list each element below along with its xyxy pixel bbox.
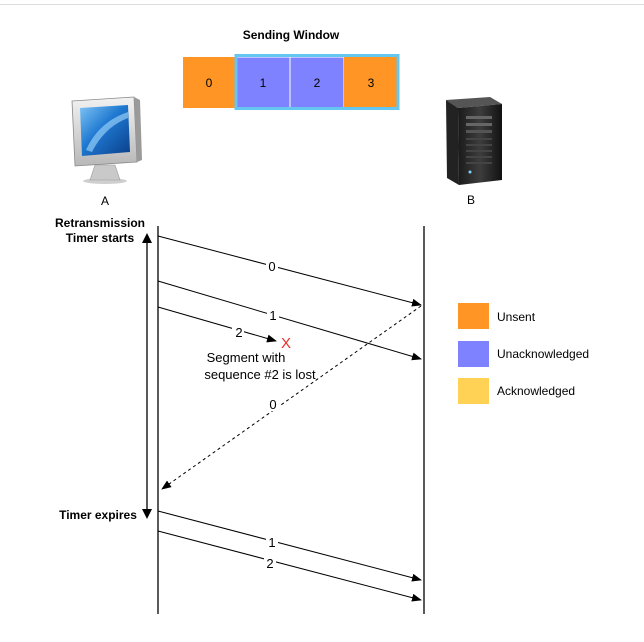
host-b-label: B bbox=[467, 193, 475, 207]
legend-swatch-unacknowledged bbox=[458, 341, 489, 367]
ack-0-dashed-arrow bbox=[161, 305, 422, 490]
desktop-computer-icon bbox=[71, 96, 142, 184]
ack-0-label: 0 bbox=[269, 397, 276, 412]
segment-0-label: 0 bbox=[268, 259, 275, 274]
legend-swatch-acknowledged bbox=[458, 378, 489, 404]
timer-expires-label: Timer expires bbox=[59, 508, 137, 522]
legend-label-acknowledged: Acknowledged bbox=[497, 384, 575, 398]
window-cell-0 bbox=[183, 57, 236, 108]
retransmit-1-label: 1 bbox=[268, 535, 275, 550]
lost-marker-icon: X bbox=[281, 335, 291, 352]
legend-label-unsent: Unsent bbox=[497, 310, 536, 324]
window-cell-1-label: 1 bbox=[260, 76, 267, 90]
retransmit-1-arrow bbox=[157, 510, 422, 582]
retransmit-2-label: 2 bbox=[266, 556, 273, 571]
sending-window-title: Sending Window bbox=[243, 28, 340, 42]
retransmit-2-arrow bbox=[157, 530, 422, 602]
sending-window: 0 1 2 3 bbox=[183, 54, 400, 110]
segment-2-lost-arrow bbox=[157, 306, 277, 343]
segment-2-label: 2 bbox=[235, 325, 242, 340]
window-frame bbox=[234, 54, 400, 110]
segment-0-arrow bbox=[157, 235, 422, 307]
window-cell-1 bbox=[235, 56, 291, 109]
timer-start-label-line1: Retransmission bbox=[55, 216, 145, 230]
lost-note-line2: sequence #2 is lost bbox=[204, 367, 316, 382]
window-cell-3 bbox=[344, 57, 398, 108]
retransmission-timer-arrow bbox=[142, 233, 152, 519]
legend-label-unacknowledged: Unacknowledged bbox=[497, 347, 589, 361]
host-a-label: A bbox=[101, 194, 109, 208]
timer-start-label-line2: Timer starts bbox=[66, 231, 135, 245]
lost-note-line1: Segment with bbox=[207, 350, 286, 365]
segment-1-arrow bbox=[157, 280, 422, 361]
server-tower-icon bbox=[446, 97, 502, 185]
window-cell-3-label: 3 bbox=[368, 76, 375, 90]
legend: Unsent Unacknowledged Acknowledged bbox=[458, 303, 589, 404]
window-cell-0-label: 0 bbox=[206, 76, 213, 90]
segment-1-label: 1 bbox=[269, 308, 276, 323]
window-cell-2-label: 2 bbox=[314, 76, 321, 90]
legend-swatch-unsent bbox=[458, 303, 489, 329]
